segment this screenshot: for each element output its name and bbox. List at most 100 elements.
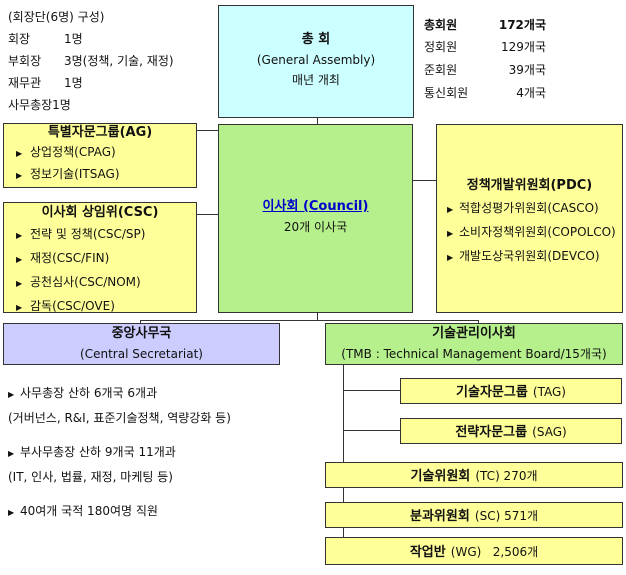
policy-development-box: 정책개발위원회(PDC) ▶ 적합성평가위원회(CASCO) ▶ 소비자정책위원회(… (436, 124, 623, 313)
technical-committee-box: 기술위원회 (TC) 270개 (325, 462, 623, 488)
council-standing-committee-title: 이사회 상임위(CSC) (41, 205, 159, 220)
technical-committee-detail: (TC) 270개 (475, 469, 538, 483)
council-title[interactable]: 이사회 (Council) (262, 199, 369, 214)
triangle-bullet-icon: ▶ (8, 508, 15, 517)
technical-advisory-group-box: 기술자문그룹 (TAG) (400, 378, 622, 404)
list-item: ▶ 상업정책(CPAG) (16, 142, 196, 164)
general-assembly-note: 매년 개최 (292, 73, 340, 87)
policy-development-list: ▶ 적합성평가위원회(CASCO) ▶ 소비자정책위원회(COPOLCO) ▶ 개발도… (447, 197, 622, 269)
membership-label: 준회원 (424, 63, 458, 77)
technical-advisory-group-abbr: (TAG) (532, 385, 566, 399)
membership-value: 4개국 (516, 86, 546, 100)
secretariat-note: ▶ 40여개 국적 180여명 직원 (8, 501, 328, 523)
policy-development-title: 정책개발위원회(PDC) (466, 178, 593, 193)
subcommittee-box: 분과위원회 (SC) 571개 (325, 502, 623, 528)
technical-committee-label: 기술위원회 (410, 469, 471, 484)
triangle-bullet-icon: ▶ (447, 253, 454, 262)
secretariat-notes: ▶ 사무총장 산하 6개국 6개과 (거버넌스, R&I, 표준기술정책, 역량강… (8, 383, 328, 523)
strategic-advisory-group-label: 전략자문그룹 (455, 425, 528, 440)
list-item: ▶ 개발도상국위원회(DEVCO) (447, 245, 622, 269)
triangle-bullet-icon: ▶ (16, 149, 23, 158)
leadership-count: 3명(정책, 기술, 재정) (64, 54, 174, 68)
ag-council-line (197, 130, 218, 131)
list-item: ▶ 감독(CSC/OVE) (16, 295, 196, 319)
leadership-count: 1명 (64, 76, 83, 90)
list-item-label: 개발도상국위원회(DEVCO) (459, 249, 600, 263)
leadership-role: 회장 (8, 32, 31, 46)
general-assembly-subtitle: (General Assembly) (256, 53, 376, 67)
working-group-label: 작업반 (409, 545, 446, 560)
central-secretariat-subtitle: (Central Secretariat) (80, 347, 203, 361)
leadership-row: 사무총장1명 (8, 94, 174, 116)
secretariat-note-text: 사무총장 산하 6개국 6개과 (20, 386, 158, 400)
secretariat-note-detail: (IT, 인사, 법률, 재정, 마케팅 등) (8, 470, 173, 484)
council-box: 이사회 (Council) 20개 이사국 (218, 124, 413, 313)
membership-value: 129개국 (501, 40, 546, 54)
leadership-row: 재무관 1명 (8, 72, 174, 94)
secretariat-note-text: 40여개 국적 180여명 직원 (20, 504, 158, 518)
triangle-bullet-icon: ▶ (16, 231, 23, 240)
subcommittee-label: 분과위원회 (409, 509, 470, 524)
technical-advisory-group-label: 기술자문그룹 (456, 385, 528, 400)
list-item-label: 적합성평가위원회(CASCO) (459, 201, 599, 215)
technical-management-board-box: 기술관리이사회 (TMB : Technical Management Boar… (325, 323, 623, 365)
triangle-bullet-icon: ▶ (8, 390, 15, 399)
technical-management-board-subtitle: (TMB : Technical Management Board/15개국) (341, 347, 607, 361)
council-note: 20개 이사국 (283, 220, 348, 234)
list-item: ▶ 적합성평가위원회(CASCO) (447, 197, 622, 221)
council-standing-committee-list: ▶ 전략 및 정책(CSC/SP) ▶ 재정(CSC/FIN) ▶ 공천심사(CSC/… (16, 223, 196, 319)
triangle-bullet-icon: ▶ (16, 303, 23, 312)
list-item: ▶정보기술(ITSAG) (16, 164, 196, 186)
triangle-bullet-icon: ▶ (16, 255, 23, 264)
secretariat-note: ▶ 사무총장 산하 6개국 6개과 (거버넌스, R&I, 표준기술정책, 역량강… (8, 383, 328, 428)
triangle-bullet-icon: ▶ (447, 229, 454, 238)
secretariat-drop-line (140, 320, 141, 323)
leadership-count: 1명 (52, 98, 71, 112)
list-item-label: 상업정책(CPAG) (30, 145, 116, 159)
ga-council-line (317, 118, 318, 124)
council-standing-committee-box: 이사회 상임위(CSC) ▶ 전략 및 정책(CSC/SP) ▶ 재정(CSC/FI… (3, 202, 197, 313)
technical-management-board-title: 기술관리이사회 (432, 326, 516, 341)
tag-branch-line (343, 390, 400, 391)
membership-row: 통신회원 4개국 (424, 82, 624, 105)
sag-branch-line (343, 430, 400, 431)
list-item-label: 감독(CSC/OVE) (30, 299, 115, 313)
strategic-advisory-group-box: 전략자문그룹 (SAG) (400, 418, 622, 444)
leadership-role: 재무관 (8, 76, 42, 90)
secretariat-note-detail: (거버넌스, R&I, 표준기술정책, 역량강화 등) (8, 411, 231, 425)
working-group-detail: (WG) 2,506개 (450, 545, 539, 559)
leadership-role: 부회장 (8, 54, 42, 68)
secretariat-note-line: ▶ 사무총장 산하 6개국 6개과 (8, 383, 328, 405)
leadership-role: 사무총장 (8, 98, 53, 112)
split-horizontal-line (140, 320, 478, 321)
list-item: ▶ 공천심사(CSC/NOM) (16, 271, 196, 295)
tmb-vertical-line (343, 365, 344, 537)
list-item-label: 공천심사(CSC/NOM) (30, 275, 141, 289)
list-item-label: 재정(CSC/FIN) (30, 251, 110, 265)
secretariat-note-line: ▶부사무총장 산하 9개국 11개과 (8, 442, 328, 464)
secretariat-note: ▶부사무총장 산하 9개국 11개과 (IT, 인사, 법률, 재정, 마케팅 … (8, 442, 328, 487)
tmb-drop-line (478, 320, 479, 323)
triangle-bullet-icon: ▶ (16, 279, 23, 288)
membership-total-label: 총회원 (424, 18, 458, 32)
secretariat-note-text: 부사무총장 산하 9개국 11개과 (20, 445, 176, 459)
subcommittee-detail: (SC) 571개 (474, 509, 539, 523)
leadership-row: 부회장 3명(정책, 기술, 재정) (8, 50, 174, 72)
membership-total-value: 172개국 (498, 18, 546, 32)
list-item-label: 전략 및 정책(CSC/SP) (30, 227, 146, 241)
membership-total-row: 총회원 172개국 (424, 14, 624, 36)
secretariat-note-line: ▶ 40여개 국적 180여명 직원 (8, 501, 328, 523)
council-pdc-line (413, 180, 436, 181)
list-item: ▶ 전략 및 정책(CSC/SP) (16, 223, 196, 247)
triangle-bullet-icon: ▶ (447, 205, 454, 214)
general-assembly-title: 총 회 (301, 32, 331, 47)
general-assembly-box: 총 회 (General Assembly) 매년 개최 (218, 5, 414, 118)
membership-label: 통신회원 (424, 86, 469, 100)
list-item-label: 소비자정책위원회(COPOLCO) (459, 225, 616, 239)
central-secretariat-box: 중앙사무국 (Central Secretariat) (3, 323, 280, 365)
